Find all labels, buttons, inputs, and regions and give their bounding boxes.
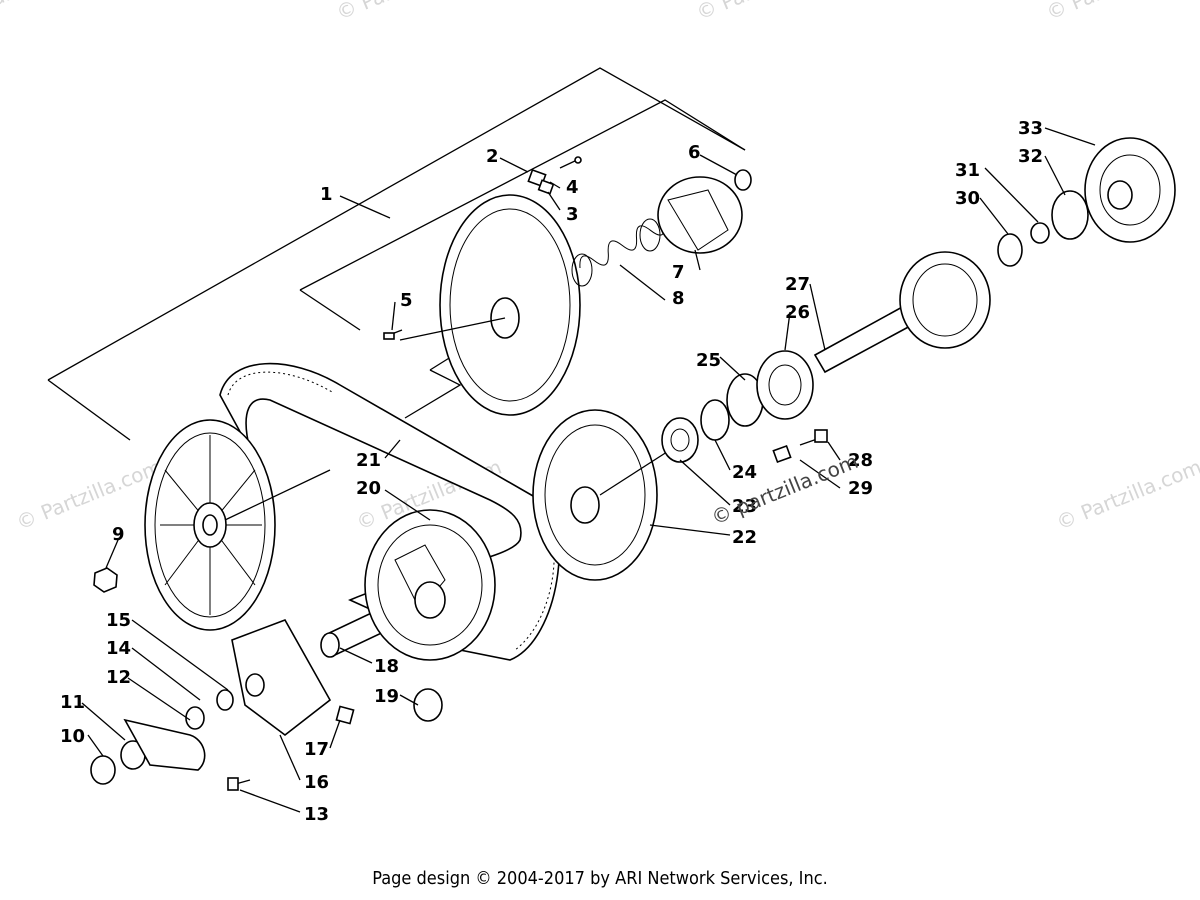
callout-28: 28: [848, 450, 873, 471]
callout-14: 14: [106, 638, 131, 659]
pin: [383, 329, 403, 340]
callout-6: 6: [688, 142, 701, 163]
callout-19: 19: [374, 686, 399, 707]
callout-9: 9: [112, 524, 125, 545]
callout-12: 12: [106, 667, 131, 688]
callout-11: 11: [60, 692, 85, 713]
callout-30: 30: [955, 188, 980, 209]
watermark-faint: © Partzilla.com: [693, 0, 845, 25]
callout-18: 18: [374, 656, 399, 677]
callout-3: 3: [566, 204, 579, 225]
callout-26: 26: [785, 302, 810, 323]
watermark-faint: © Partzilla.com: [0, 0, 105, 25]
movable-sheave: [364, 509, 496, 661]
driven-clutch: [532, 409, 671, 581]
clutch-assembly: [997, 137, 1176, 267]
callout-33: 33: [1018, 118, 1043, 139]
watermark-faint: © Partzilla.com: [1043, 0, 1195, 25]
callout-20: 20: [356, 478, 381, 499]
cam: [657, 176, 743, 254]
page-footer: Page design © 2004-2017 by ARI Network S…: [0, 868, 1200, 889]
callout-22: 22: [732, 527, 757, 548]
footer-copyright: Page design © 2004-2017 by ARI Network S…: [372, 868, 828, 889]
callout-15: 15: [106, 610, 131, 631]
watermark-faint: © Partzilla.com: [333, 0, 485, 25]
callout-23: 23: [732, 496, 757, 517]
callout-25: 25: [696, 350, 721, 371]
callout-4: 4: [566, 177, 579, 198]
callout-29: 29: [848, 478, 873, 499]
callout-24: 24: [732, 462, 757, 483]
callout-10: 10: [60, 726, 85, 747]
leader-lines: [81, 127, 1096, 813]
roller-and-pin: [527, 156, 582, 195]
callout-5: 5: [400, 290, 413, 311]
callout-31: 31: [955, 160, 980, 181]
callout-32: 32: [1018, 146, 1043, 167]
callout-21: 21: [356, 450, 381, 471]
callout-labels: 1 2 3 4 5 6 7 8 9 10 11 12 13 14 15 16 1…: [60, 118, 1043, 825]
callout-7: 7: [672, 262, 685, 283]
snap-ring: [734, 169, 752, 191]
callout-8: 8: [672, 288, 685, 309]
driven-sheave-outer: [399, 194, 581, 416]
bearing-stack: [661, 350, 814, 463]
nut: [93, 567, 118, 593]
callout-2: 2: [486, 146, 499, 167]
callout-27: 27: [785, 274, 810, 295]
watermark-faint: © Partzilla.com: [1053, 455, 1200, 535]
assembly-brackets: [47, 67, 746, 441]
partzilla-watermark: © partzilla.com: [708, 449, 862, 530]
watermark-faint: © Partzilla.com: [13, 455, 165, 535]
callout-1: 1: [320, 184, 333, 205]
bottom-left-parts: [90, 619, 443, 791]
callout-17: 17: [304, 739, 329, 760]
callout-16: 16: [304, 772, 329, 793]
input-shaft: [813, 251, 991, 374]
drive-clutch-sheave: [144, 419, 331, 631]
bolt-and-washer: [772, 429, 828, 464]
callout-13: 13: [304, 804, 329, 825]
spring: [571, 218, 666, 287]
